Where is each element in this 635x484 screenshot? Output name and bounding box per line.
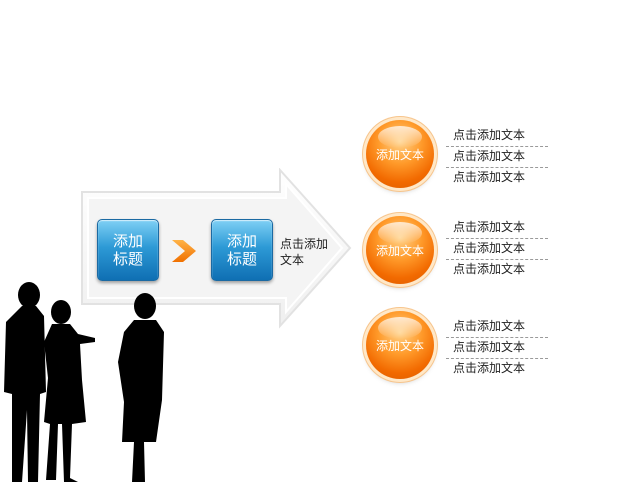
list-item[interactable]: 点击添加文本: [446, 218, 548, 239]
list-item[interactable]: 点击添加文本: [453, 262, 526, 276]
arrow-body-text[interactable]: 点击添加文本: [280, 237, 329, 267]
circle-2-label: 添加文本: [375, 243, 424, 258]
circle-button-1[interactable]: 添加文本: [366, 120, 434, 188]
title-box-1-label: 添加标题: [112, 232, 143, 268]
list-item[interactable]: 点击添加文本: [446, 239, 548, 260]
list-item[interactable]: 点击添加文本: [453, 170, 526, 184]
circle-button-2[interactable]: 添加文本: [366, 216, 434, 284]
circle-3-label: 添加文本: [375, 338, 424, 353]
list-item[interactable]: 点击添加文本: [446, 317, 548, 338]
list-item[interactable]: 点击添加文本: [446, 126, 548, 147]
chevron-right-icon: [172, 240, 196, 262]
list-item[interactable]: 点击添加文本: [446, 338, 548, 359]
circle-button-3[interactable]: 添加文本: [366, 311, 434, 379]
title-box-1[interactable]: 添加标题: [97, 219, 159, 281]
people-silhouette-icon: [4, 282, 164, 482]
list-item[interactable]: 点击添加文本: [453, 361, 526, 375]
list-item[interactable]: 点击添加文本: [446, 147, 548, 168]
title-box-2-label: 添加标题: [226, 232, 257, 268]
circle-1-label: 添加文本: [375, 147, 424, 162]
title-box-2[interactable]: 添加标题: [211, 219, 273, 281]
